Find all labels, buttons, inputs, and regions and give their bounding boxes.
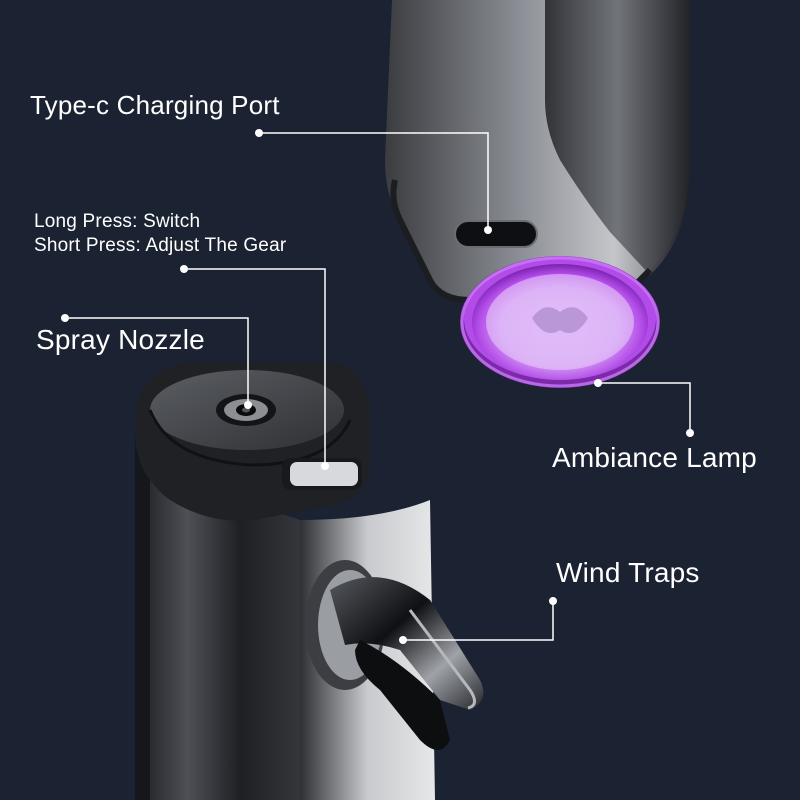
long-press-label: Long Press: Switch (34, 211, 201, 232)
top-device (385, 0, 690, 388)
usb-c-port-icon (454, 220, 538, 248)
callout-line-ambiance-lamp (598, 382, 691, 433)
callout-lines (61, 129, 694, 644)
button-function-label: Long Press: Switch Short Press: Adjust T… (34, 210, 286, 258)
callout-line-spray-nozzle (65, 317, 249, 405)
callout-line-button (184, 268, 326, 466)
ambiance-lamp-ring-icon (460, 256, 660, 388)
ambiance-lamp-label: Ambiance Lamp (552, 442, 757, 473)
spray-nozzle-icon (216, 394, 276, 426)
bottom-device (135, 362, 484, 800)
callout-line-wind-traps (403, 601, 554, 641)
vent-clip-icon (305, 560, 484, 750)
charging-port-label: Type-c Charging Port (30, 90, 280, 120)
callout-line-charging-port (259, 132, 489, 230)
spray-nozzle-label: Spray Nozzle (36, 324, 205, 355)
short-press-label: Short Press: Adjust The Gear (34, 235, 287, 256)
wind-traps-label: Wind Traps (556, 557, 700, 588)
